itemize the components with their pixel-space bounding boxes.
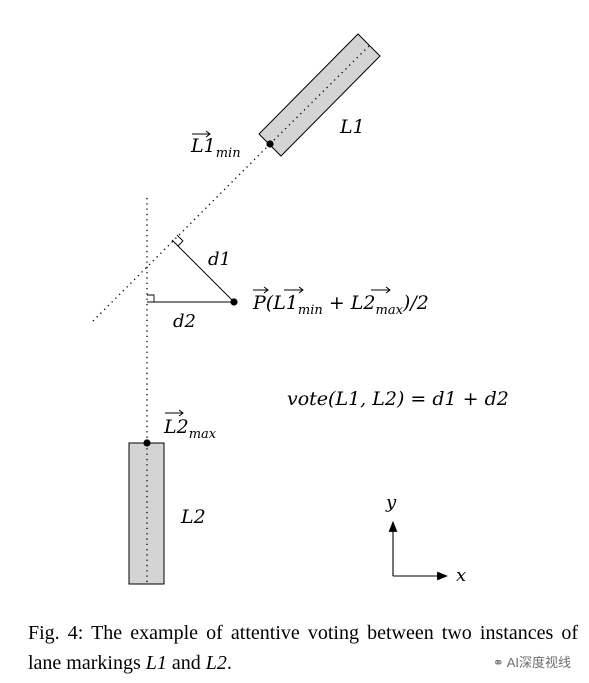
lane-marking-l1 — [258, 33, 381, 157]
label-d1: d1 — [208, 249, 231, 270]
caption-symbol-l1: L1 — [145, 652, 167, 674]
point-p — [230, 298, 238, 306]
watermark-text: AI深度视线 — [506, 655, 571, 670]
svg-text:L2max: L2max — [163, 416, 217, 442]
watermark: ⚭ AI深度视线 — [493, 652, 571, 671]
axis-y-label: y — [385, 492, 397, 513]
d2-right-angle-marker — [147, 294, 155, 302]
figure-diagram: L1min L1 d1 d2 P(L1min + L2max)/2 vote(L… — [91, 33, 509, 586]
caption-symbol-l2: L2 — [205, 652, 227, 674]
label-vote-equation: vote(L1, L2) = d1 + d2 — [287, 388, 509, 410]
label-l2-max: L2max — [163, 409, 217, 442]
svg-text:L1min: L1min — [190, 135, 241, 161]
wechat-icon: ⚭ — [492, 655, 504, 670]
l1-min-point — [266, 140, 274, 148]
lane-marking-l2 — [128, 442, 165, 585]
figure-caption: Fig. 4: The example of attentive voting … — [28, 618, 578, 678]
label-l1-min: L1min — [190, 130, 241, 161]
caption-and: and — [166, 652, 206, 674]
d1-segment — [171, 239, 235, 303]
caption-period: . — [226, 652, 232, 674]
caption-text: Fig. 4: The example of attentive voting … — [28, 622, 578, 674]
l2-max-point — [143, 439, 151, 447]
l1-extension-line — [91, 143, 271, 323]
axis-x-label: x — [456, 565, 466, 586]
label-d2: d2 — [173, 311, 196, 332]
svg-text:P(L1min + L2max)/2: P(L1min + L2max)/2 — [252, 292, 429, 318]
coordinate-axes: y x — [385, 492, 466, 586]
d1-right-angle-marker — [176, 234, 184, 247]
label-l2: L2 — [180, 506, 206, 528]
label-l1: L1 — [339, 116, 365, 138]
label-point-p-expression: P(L1min + L2max)/2 — [252, 286, 429, 318]
